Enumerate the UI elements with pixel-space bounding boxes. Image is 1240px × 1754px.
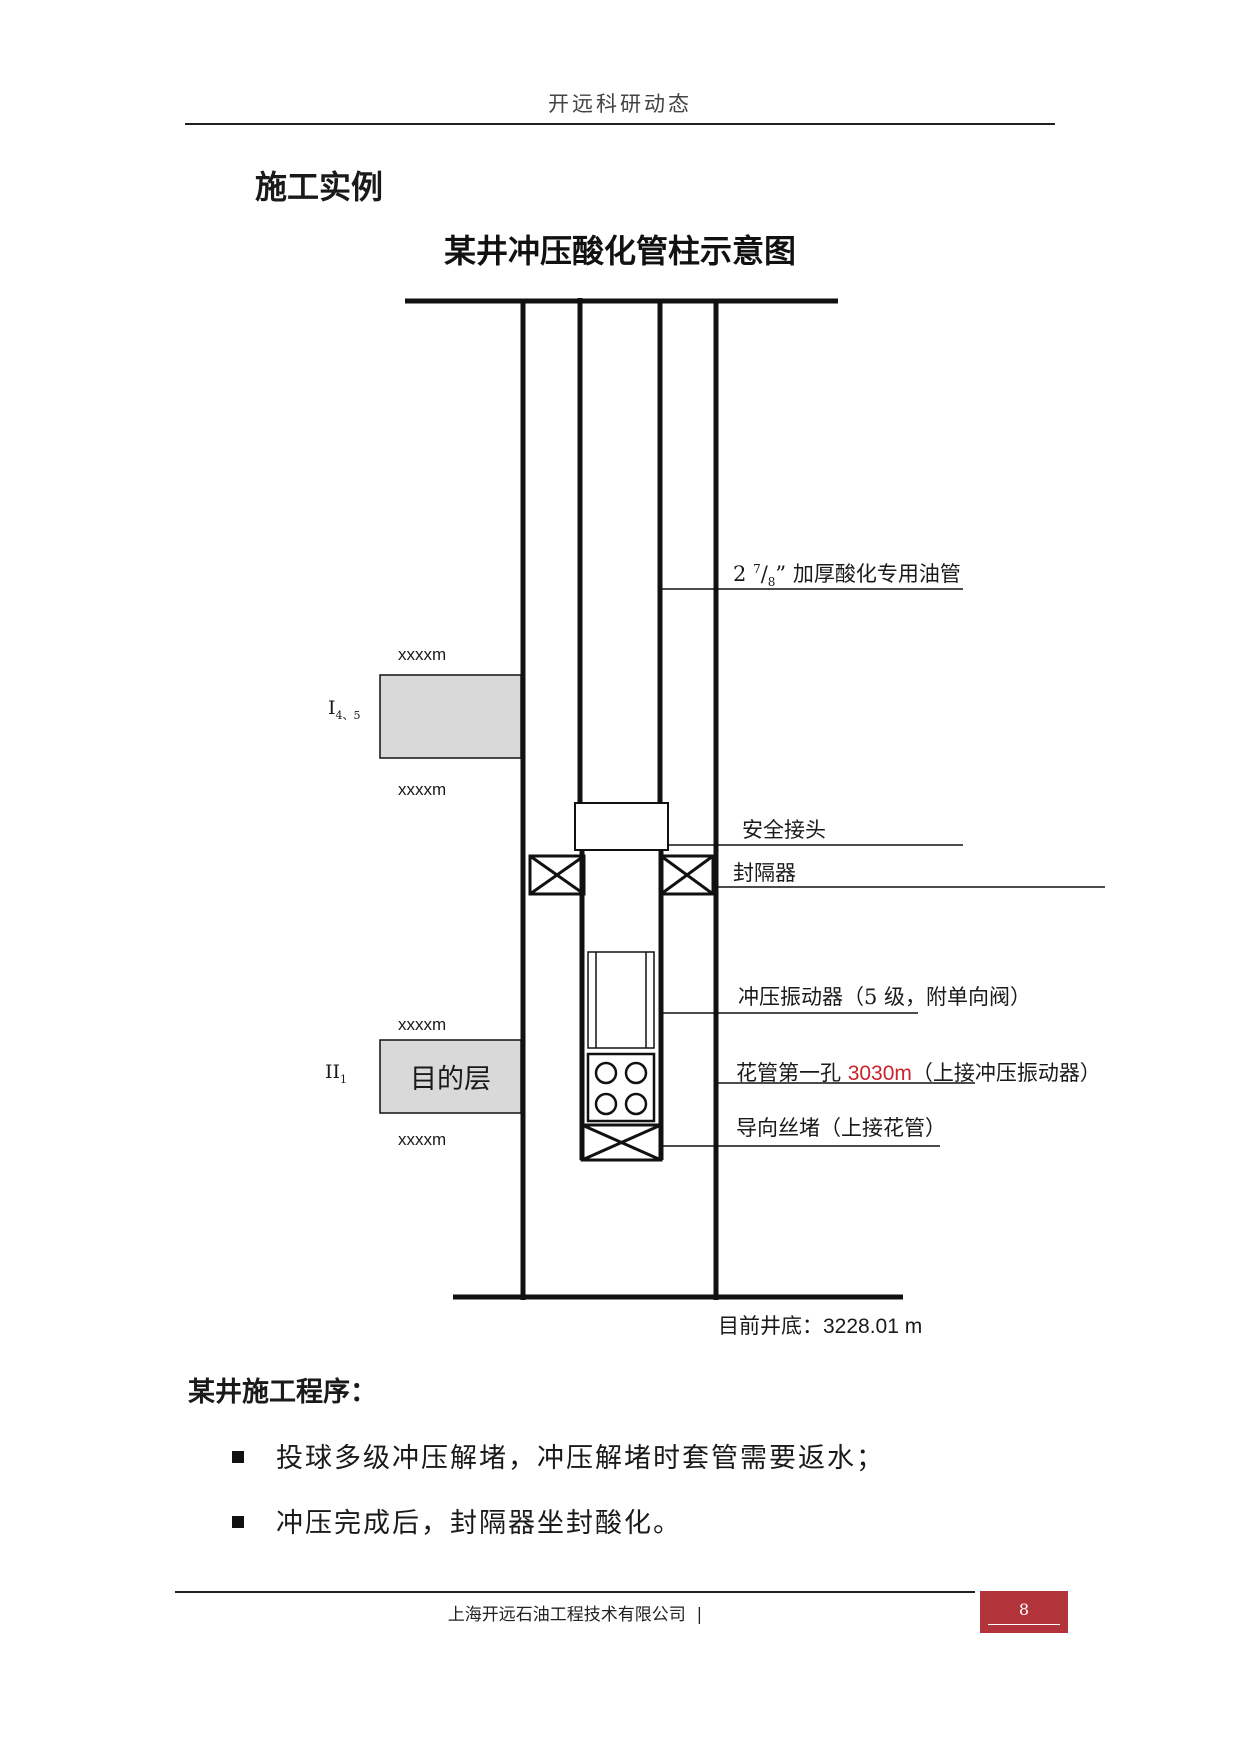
zone2-label: II1 [325, 1061, 348, 1086]
vibrator-tool [587, 951, 655, 1049]
figure-title: 某井冲压酸化管柱示意图 [443, 232, 796, 270]
label-safety-joint: 安全接头 [742, 818, 826, 842]
bullet-square-icon [232, 1515, 244, 1528]
guide-plug [580, 1123, 663, 1162]
label-vibrator: 冲压振动器（5 级，附单向阀） [738, 985, 1032, 1009]
zone2-top-depth: xxxxm [398, 1015, 447, 1034]
zone1-box [379, 674, 522, 759]
zone1-bottom-depth: xxxxm [398, 780, 447, 799]
packer-right [659, 854, 715, 896]
packer-left [528, 854, 586, 896]
label-packer: 封隔器 [733, 861, 796, 885]
page-number: 8 [980, 1591, 1068, 1633]
section-title: 施工实例 [255, 168, 384, 206]
label-guide-plug: 导向丝堵（上接花管） [736, 1116, 946, 1140]
page-header: 开远科研动态 [548, 92, 692, 116]
zone1-label: I4、5 [328, 697, 361, 722]
zone2-bottom-depth: xxxxm [398, 1130, 447, 1149]
safety-joint [574, 802, 669, 851]
label-perforated-pipe: 花管第一孔 3030m（上接冲压振动器） [736, 1061, 1101, 1085]
zone2-box [379, 1039, 522, 1114]
bullet-square-icon [232, 1450, 244, 1463]
perforated-pipe [586, 1052, 656, 1123]
label-tubing: 2 7/8” 加厚酸化专用油管 [733, 562, 961, 590]
perf-depth: 3030m [847, 1062, 912, 1085]
procedure-step: 冲压完成后，封隔器坐封酸化。 [232, 1501, 682, 1540]
target-layer-label: 目的层 [410, 1064, 491, 1095]
procedure-title: 某井施工程序： [188, 1377, 377, 1408]
footer-company: 上海开远石油工程技术有限公司 | [447, 1605, 703, 1625]
procedure-step: 投球多级冲压解堵，冲压解堵时套管需要返水； [232, 1436, 885, 1475]
label-well-bottom: 目前井底：3228.01 m [718, 1314, 923, 1338]
zone1-top-depth: xxxxm [398, 645, 447, 664]
footer-rule [175, 1591, 975, 1593]
header-rule [185, 123, 1055, 125]
